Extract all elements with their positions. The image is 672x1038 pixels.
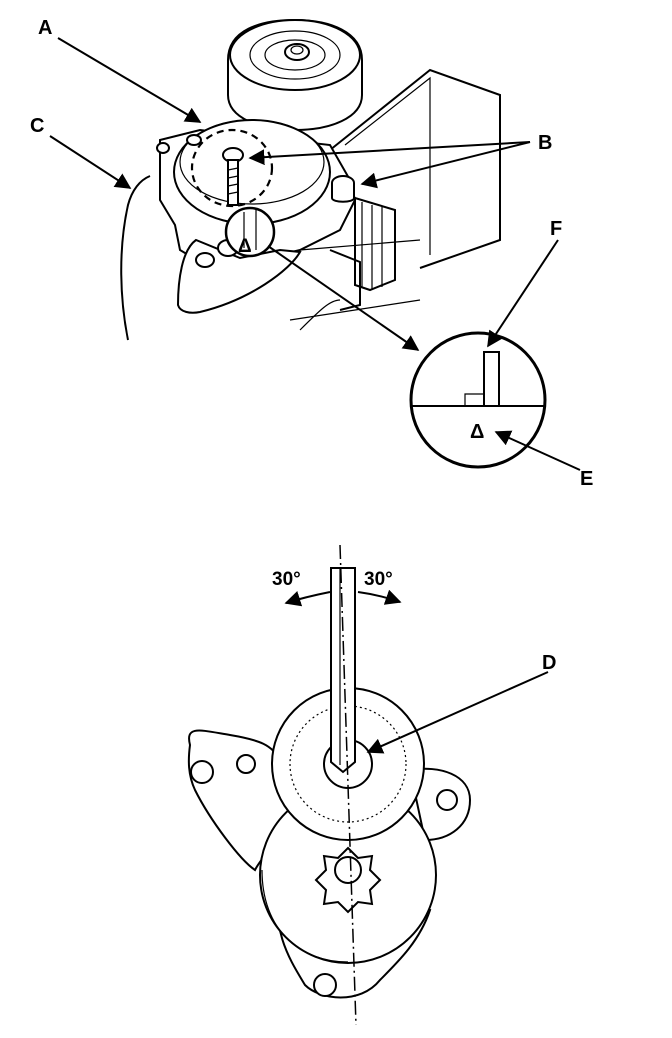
center-bolt: [222, 147, 244, 206]
callout-label-a: A: [38, 17, 52, 39]
indicator-detail-inset: Δ: [409, 331, 547, 469]
idler-pulley: [227, 18, 363, 132]
angle-label-left: 30°: [272, 569, 301, 590]
wrench-handle: [330, 567, 356, 774]
indicator-pointer: [483, 351, 500, 407]
callout-label-b: B: [538, 132, 552, 154]
callout-label-c: C: [30, 115, 44, 137]
rotation-arrow-left: [284, 591, 331, 607]
callout-label-e: E: [580, 468, 593, 490]
center-line: [339, 544, 357, 1026]
rotation-arrow-right: [357, 589, 402, 605]
svg-text:Δ: Δ: [238, 236, 252, 257]
indicator-mark: Δ: [470, 421, 484, 443]
tensioner-installed-view: Δ Δ A C B F E: [30, 17, 593, 490]
bracket-fins: [329, 196, 396, 311]
tensioner-body: Δ: [156, 119, 357, 314]
mounting-bolt: [331, 175, 355, 203]
indicator-window: [224, 206, 276, 258]
angle-label-right: 30°: [364, 569, 393, 590]
callout-label-f: F: [550, 218, 562, 240]
callout-label-d: D: [542, 652, 556, 674]
tensioner-rotation-view: 30° 30° D: [187, 544, 556, 1026]
